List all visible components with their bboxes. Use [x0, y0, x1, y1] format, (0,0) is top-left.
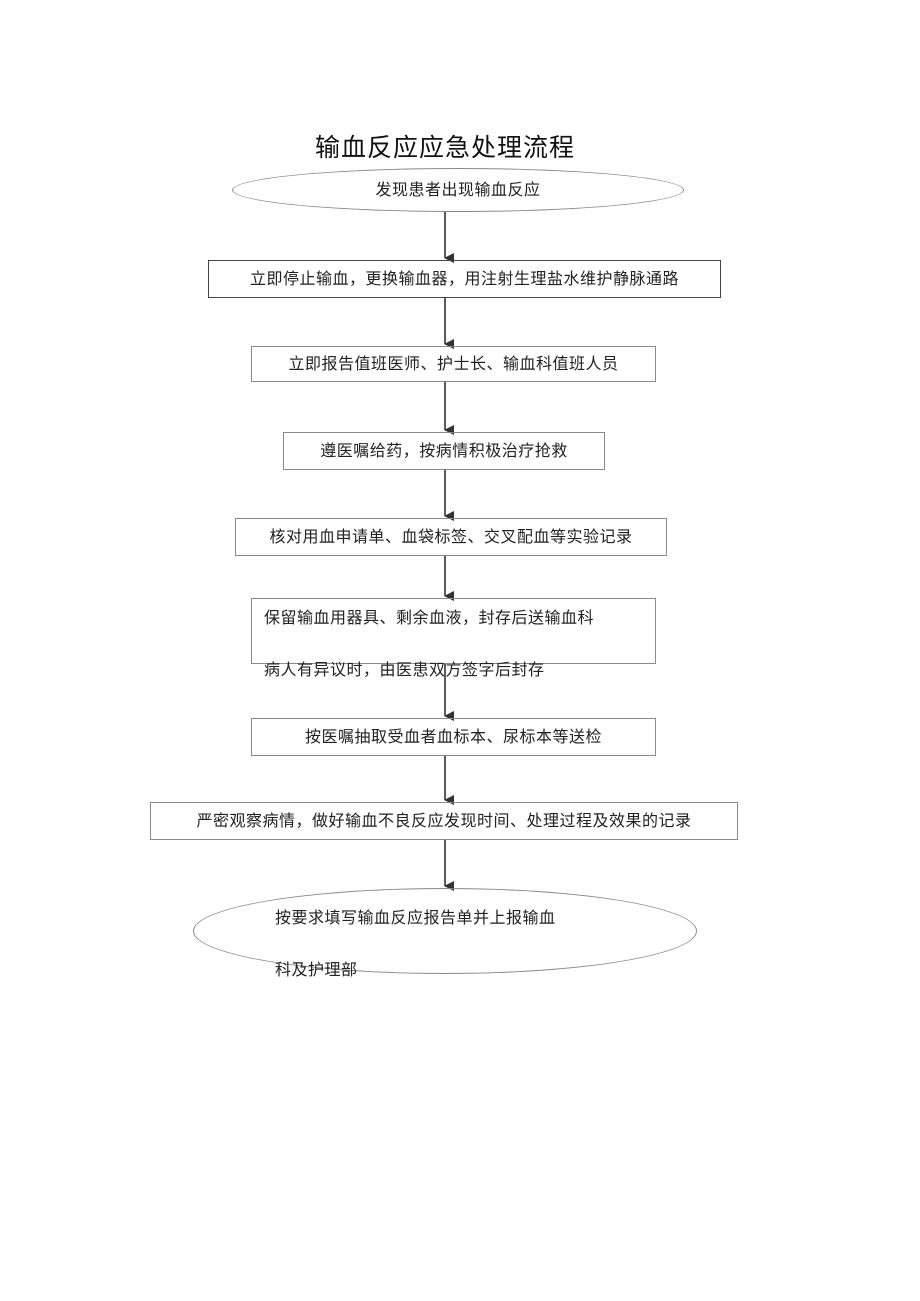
node-step5-line-1: 保留输血用器具、剩余血液，封存后送输血科 [264, 608, 595, 627]
page-title: 输血反应应急处理流程 [314, 133, 575, 162]
node-step3-label: 遵医嘱给药，按病情积极治疗抢救 [320, 441, 568, 460]
node-end-line-2: 科及护理部 [275, 960, 358, 979]
node-step5-label: 保留输血用器具、剩余血液，封存后送输血科 病人有异议时，由医患双方签字后封存 [264, 579, 594, 683]
node-step2-label: 立即报告值班医师、护士长、输血科值班人员 [288, 354, 619, 373]
node-step3: 遵医嘱给药，按病情积极治疗抢救 [283, 432, 605, 470]
node-step1-label: 立即停止输血，更换输血器，用注射生理盐水维护静脉通路 [249, 269, 679, 288]
node-step2: 立即报告值班医师、护士长、输血科值班人员 [251, 346, 656, 382]
node-step6-label: 按医嘱抽取受血者血标本、尿标本等送检 [304, 727, 602, 746]
node-start: 发现患者出现输血反应 [232, 168, 684, 212]
node-step6: 按医嘱抽取受血者血标本、尿标本等送检 [251, 718, 656, 756]
node-step5-line-2: 病人有异议时，由医患双方签字后封存 [264, 660, 545, 679]
node-step7-label: 严密观察病情，做好输血不良反应发现时间、处理过程及效果的记录 [196, 811, 692, 830]
node-step7: 严密观察病情，做好输血不良反应发现时间、处理过程及效果的记录 [150, 802, 738, 840]
node-start-label: 发现患者出现输血反应 [375, 180, 541, 199]
node-step5: 保留输血用器具、剩余血液，封存后送输血科 病人有异议时，由医患双方签字后封存 [251, 598, 656, 679]
node-end-line-1: 按要求填写输血反应报告单并上报输血 [275, 908, 556, 927]
node-end: 按要求填写输血反应报告单并上报输血 科及护理部 [193, 888, 697, 979]
node-step4: 核对用血申请单、血袋标签、交叉配血等实验记录 [235, 518, 667, 556]
node-end-label: 按要求填写输血反应报告单并上报输血 科及护理部 [275, 879, 615, 983]
node-step4-label: 核对用血申请单、血袋标签、交叉配血等实验记录 [269, 527, 633, 546]
node-step1: 立即停止输血，更换输血器，用注射生理盐水维护静脉通路 [208, 260, 721, 298]
